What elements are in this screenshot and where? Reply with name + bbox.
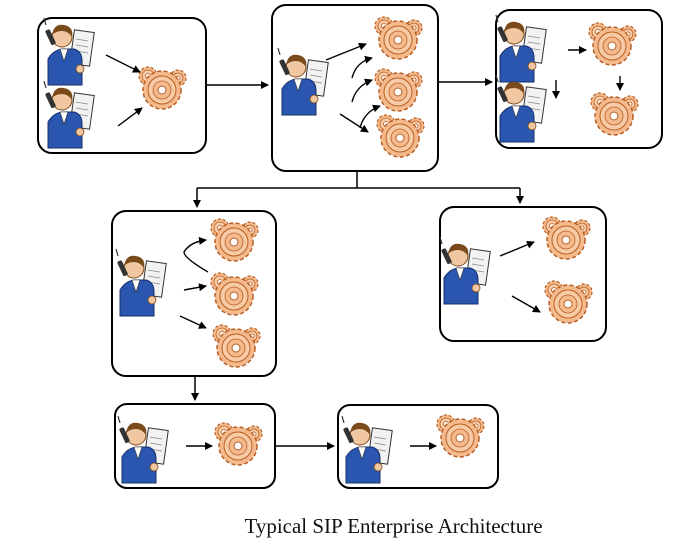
arrow — [183, 283, 207, 292]
arrow — [325, 42, 367, 61]
arrow — [511, 295, 541, 313]
arrow — [339, 113, 369, 133]
arrow — [179, 315, 207, 329]
arrow — [117, 107, 143, 127]
arrow — [351, 78, 373, 103]
arrow — [105, 54, 141, 73]
arrow — [499, 240, 535, 257]
arrow — [351, 55, 373, 79]
diagram-caption: Typical SIP Enterprise Architecture — [244, 514, 543, 538]
arrow — [183, 236, 209, 273]
